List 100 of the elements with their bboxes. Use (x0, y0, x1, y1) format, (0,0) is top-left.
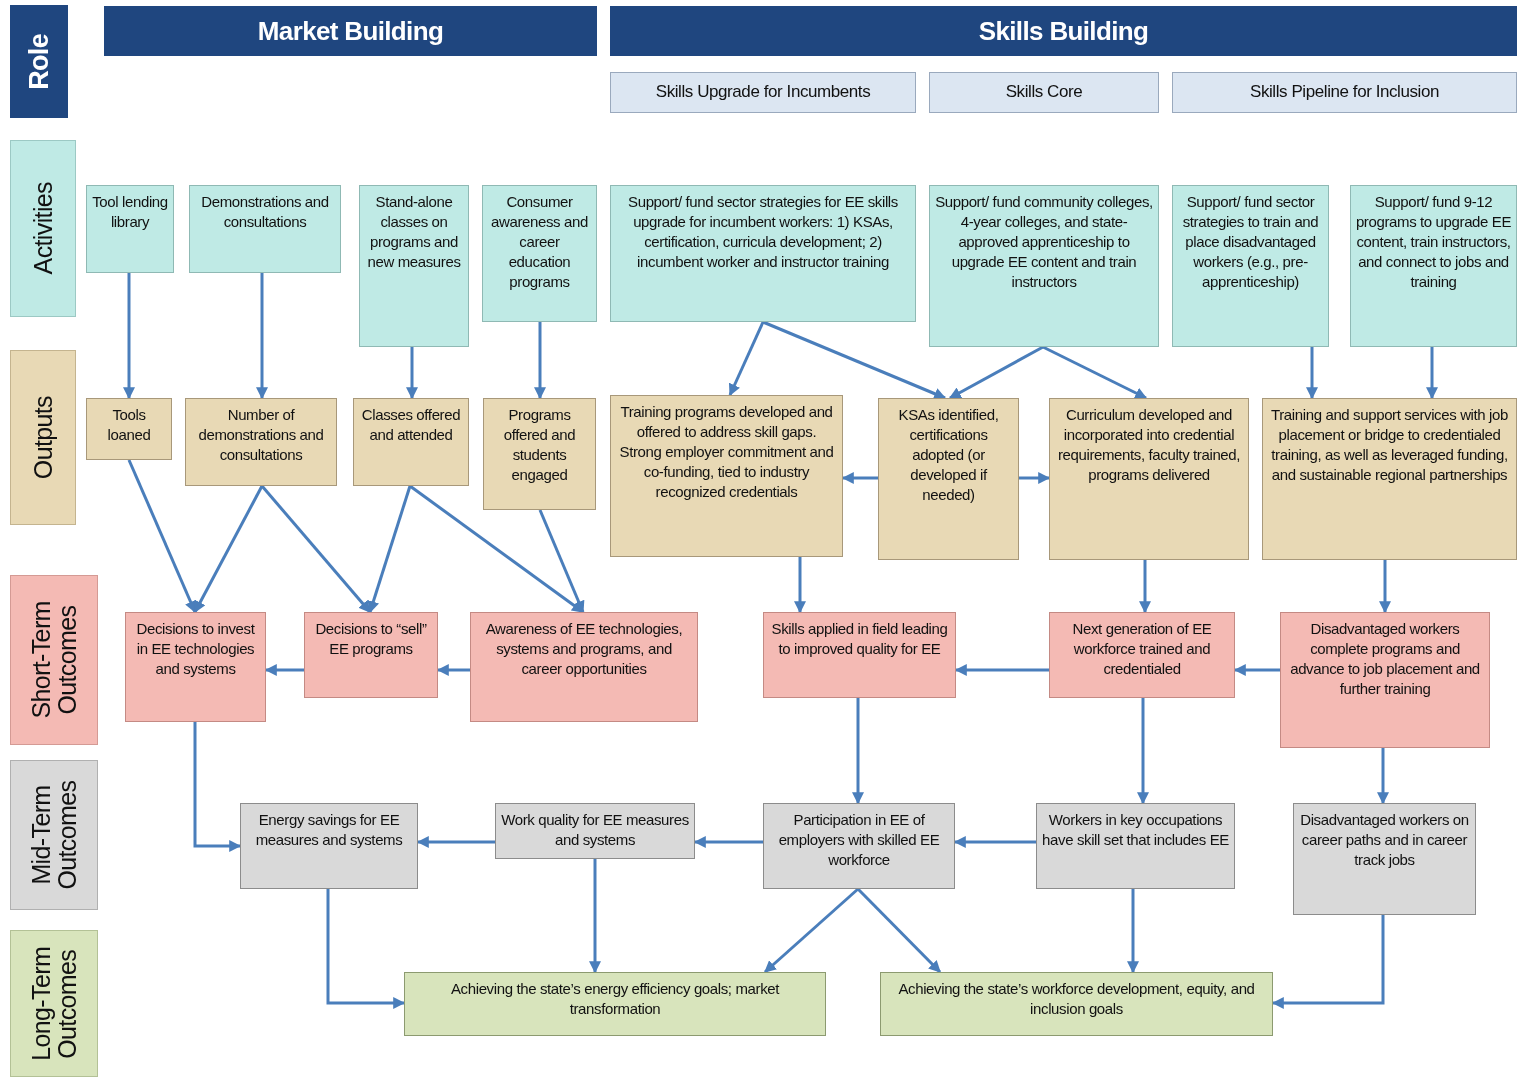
mid-term-outcome-box (1293, 803, 1476, 915)
output-box (1049, 398, 1249, 560)
arrow (1379, 560, 1391, 614)
box-text: Demonstrations and consultations (200, 192, 330, 233)
box-text: Skills applied in field leading to improved quality for EE (770, 619, 949, 660)
row-header (10, 140, 76, 317)
arrow (1377, 748, 1389, 805)
box-text: Support/ fund sector strategies to train and place disadvantaged workers (e.g., pre-apprenticeship) (1181, 192, 1320, 293)
arrow (367, 485, 412, 614)
arrow (954, 664, 1049, 676)
short-term-outcome-box (1049, 612, 1235, 698)
box-text: Training and support services with job placement or bridge to credentialed training, as well as leveraged funding, and sustainable regional partnerships (1270, 405, 1509, 486)
arrow (1233, 664, 1280, 676)
activity-box (1350, 185, 1517, 347)
output-box (353, 398, 469, 486)
box-text: Disadvantaged workers on career paths and in career track jobs (1299, 810, 1470, 871)
row-label: Mid-Term Outcomes (27, 779, 81, 892)
row-label: Outputs (29, 395, 57, 480)
box-text: Next generation of EE workforce trained and credentialed (1071, 619, 1213, 680)
activity-box (482, 185, 597, 322)
arrow (193, 722, 242, 852)
box-text: Disadvantaged workers complete programs and advance to job placement and further training (1289, 619, 1481, 700)
activity-box (189, 185, 341, 273)
arrow (693, 836, 763, 848)
row-header (10, 350, 76, 525)
arrow (326, 889, 406, 1009)
arrow (193, 485, 264, 614)
arrow (953, 836, 1036, 848)
activity-box (359, 185, 469, 347)
activity-box (1172, 185, 1329, 347)
box-text: Support/ fund 9-12 programs to upgrade EE content, train instructors, and connect to jobs and training (1354, 192, 1513, 293)
arrow (534, 322, 546, 400)
box-text: Training programs developed and offered to address skill gaps. Strong employer commitment and co-funding, tied to industry recognized credentials (618, 402, 835, 503)
arrow (794, 557, 806, 614)
row-label: Short-Term Outcomes (27, 600, 81, 721)
box-text: Number of demonstrations and consultations (197, 405, 325, 466)
box-text: Programs offered and students engaged (502, 405, 577, 486)
arrow (1137, 698, 1149, 805)
output-box (610, 395, 843, 557)
arrow (762, 320, 947, 400)
short-term-outcome-box (1280, 612, 1490, 748)
column-title: Skills Building (977, 14, 1150, 48)
box-text: Awareness of EE technologies, systems and programs, and career opportunities (484, 619, 684, 680)
arrow (436, 664, 470, 676)
arrow (264, 664, 304, 676)
subheader-text: Skills Upgrade for Incumbents (654, 81, 872, 104)
box-text: Decisions to invest in EE technologies and systems (135, 619, 256, 680)
row-header (10, 930, 98, 1077)
subheader-text: Skills Pipeline for Inclusion (1249, 81, 1440, 104)
arrow (589, 859, 601, 974)
output-box (86, 398, 172, 460)
box-text: Energy savings for EE measures and systems (254, 810, 404, 851)
output-box (185, 398, 337, 486)
short-term-outcome-box (763, 612, 956, 698)
row-header (10, 760, 98, 910)
box-text: KSAs identified, certifications adopted (or developed if needed) (897, 405, 1000, 506)
long-term-outcome-box (404, 972, 826, 1036)
box-text: Support/ fund community colleges, 4-year colleges, and state-approved apprenticeship to upgrade EE content and train instructors (934, 192, 1154, 293)
arrow (1271, 915, 1385, 1009)
arrow (728, 321, 765, 397)
arrow (948, 345, 1044, 400)
arrow (127, 459, 197, 614)
arrow (1139, 560, 1151, 614)
arrow (841, 472, 878, 484)
arrow (856, 887, 942, 974)
subheader-box (610, 72, 916, 113)
activity-box (86, 185, 174, 273)
output-box (483, 398, 596, 510)
subheader-text: Skills Core (1004, 81, 1084, 104)
arrow (409, 484, 584, 614)
box-text: Achieving the state’s workforce development, equity, and inclusion goals (897, 979, 1256, 1020)
arrow (1426, 347, 1438, 400)
arrow (406, 347, 418, 400)
output-box (878, 398, 1019, 560)
mid-term-outcome-box (240, 803, 418, 889)
arrow (1306, 347, 1318, 400)
arrow (1127, 889, 1139, 974)
mid-term-outcome-box (495, 803, 695, 859)
box-text: Participation in EE of employers with skilled EE workforce (777, 810, 941, 871)
mid-term-outcome-box (763, 803, 955, 889)
arrow (123, 273, 135, 400)
row-header (10, 575, 98, 745)
box-text: Achieving the state’s energy efficiency goals; market transformation (449, 979, 781, 1020)
short-term-outcome-box (304, 612, 438, 698)
box-text: Tool lending library (91, 192, 169, 233)
short-term-outcome-box (470, 612, 698, 722)
row-label: Role (24, 33, 54, 90)
box-text: Decisions to “sell” EE programs (314, 619, 428, 660)
box-text: Work quality for EE measures and systems (500, 810, 690, 851)
row-header (10, 5, 68, 118)
arrow (852, 698, 864, 805)
short-term-outcome-box (125, 612, 266, 722)
arrow (1042, 345, 1148, 400)
activity-box (610, 185, 916, 322)
box-text: Consumer awareness and career education programs (490, 192, 589, 293)
row-label: Long-Term Outcomes (27, 945, 81, 1063)
subheader-box (929, 72, 1159, 113)
column-header (610, 6, 1517, 56)
box-text: Classes offered and attended (360, 405, 462, 446)
long-term-outcome-box (880, 972, 1273, 1036)
